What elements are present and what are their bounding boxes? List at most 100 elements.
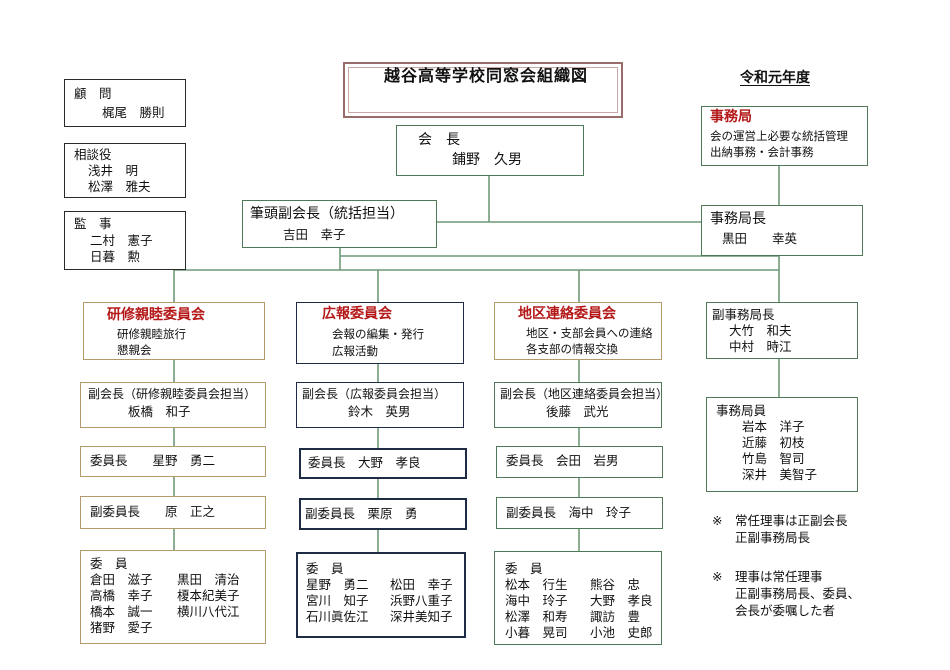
secretariat-staff-box — [706, 397, 858, 492]
pr-chair: 委員長 大野 孝良 — [308, 455, 421, 470]
note-line: 理事は常任理事 — [735, 569, 823, 584]
secretariat-box — [701, 106, 868, 166]
district-vp-box — [494, 382, 662, 428]
member-name: 宮川 知子 — [306, 593, 369, 608]
staff-name: 竹島 智司 — [742, 451, 805, 466]
secretariat-title: 事務局 — [710, 109, 752, 125]
training-committee-duty: 懇親会 — [117, 343, 152, 357]
district-vp-name: 後藤 武光 — [546, 404, 609, 419]
president-label: 会 長 — [418, 132, 460, 148]
member-name: 榎本紀美子 — [177, 588, 240, 603]
district-vicechair: 副委員長 海中 玲子 — [506, 505, 632, 520]
member-name: 小暮 晃司 — [505, 625, 568, 640]
training-members-label: 委 員 — [90, 556, 128, 571]
pr-committee-duty: 広報活動 — [332, 344, 378, 358]
pr-vp-label: 副会長（広報委員会担当） — [302, 387, 447, 401]
senior-vp-box — [242, 200, 437, 248]
note-line: 正副事務局長、委員、 — [735, 586, 861, 601]
consultant-box — [64, 143, 186, 198]
training-chair: 委員長 星野 勇二 — [90, 453, 216, 468]
pr-vp-box — [296, 382, 464, 428]
secretariat-duty: 会の運営上必要な統括管理 — [710, 129, 848, 143]
secretariat-staff-label: 事務局員 — [716, 403, 767, 418]
pr-vicechair: 副委員長 栗原 勇 — [305, 506, 418, 521]
secretary-general-label: 事務局長 — [710, 211, 766, 227]
pr-members-label: 委 員 — [306, 561, 344, 576]
deputy-secretary-box — [706, 302, 858, 359]
member-name: 石川眞佐江 — [306, 609, 369, 624]
page-title: 越谷高等学校同窓会組織図 — [384, 66, 589, 85]
district-chair: 委員長 会田 岩男 — [506, 453, 619, 468]
training-committee-box — [83, 302, 265, 360]
advisor-box — [64, 79, 186, 127]
training-vicechair: 副委員長 原 正之 — [90, 504, 216, 519]
training-committee-duty: 研修親睦旅行 — [117, 327, 186, 341]
note-line: 常任理事は正副会長 — [735, 513, 848, 528]
senior-vp-label: 筆頭副会長（統括担当） — [250, 206, 404, 222]
member-name: 松本 行生 — [505, 577, 568, 592]
title-box — [343, 62, 623, 118]
advisor-name: 梶尾 勝則 — [102, 105, 165, 120]
pr-vicechair-box — [299, 498, 467, 530]
district-committee-box — [494, 302, 662, 360]
deputy-secretary-name: 中村 時江 — [729, 339, 792, 354]
training-committee-title: 研修親睦委員会 — [107, 307, 205, 323]
pr-committee-duty: 会報の編集・発行 — [332, 327, 424, 341]
district-chair-box — [496, 446, 663, 478]
training-vicechair-box — [80, 496, 266, 529]
consultant-label: 相談役 — [74, 147, 112, 162]
member-name: 松田 幸子 — [390, 577, 453, 592]
training-chair-box — [80, 446, 266, 477]
president-box — [396, 125, 584, 176]
member-name: 松澤 和寿 — [505, 609, 568, 624]
member-name: 猪野 愛子 — [90, 620, 153, 635]
auditor-box — [64, 211, 186, 270]
member-name: 倉田 滋子 — [90, 572, 153, 587]
note-mark: ※ — [712, 569, 723, 584]
pr-members-box — [296, 552, 466, 638]
auditor-name: 二村 憲子 — [90, 233, 153, 248]
deputy-secretary-name: 大竹 和夫 — [729, 323, 792, 338]
secretariat-duty: 出納事務・会計事務 — [710, 145, 814, 159]
district-committee-duty: 各支部の情報交換 — [526, 342, 618, 356]
auditor-name: 日暮 勲 — [90, 249, 141, 264]
advisor-label: 顧 問 — [74, 86, 112, 101]
note-mark: ※ — [712, 513, 723, 528]
member-name: 横川八代江 — [177, 604, 240, 619]
member-name: 小池 史郎 — [590, 625, 653, 640]
consultant-name: 松澤 雅夫 — [88, 179, 151, 194]
training-members-box — [80, 550, 266, 644]
member-name: 大野 孝良 — [590, 593, 653, 608]
staff-name: 岩本 洋子 — [742, 419, 805, 434]
member-name: 黒田 清治 — [177, 572, 240, 587]
member-name: 海中 玲子 — [505, 593, 568, 608]
district-members-box — [494, 551, 662, 645]
member-name: 高橋 幸子 — [90, 588, 153, 603]
district-committee-duty: 地区・支部会員への連絡 — [526, 326, 653, 340]
note-line: 正副事務局長 — [735, 530, 811, 545]
pr-committee-box — [296, 302, 464, 364]
pr-vp-name: 鈴木 英男 — [348, 404, 411, 419]
pr-chair-box — [299, 448, 467, 479]
member-name: 橋本 誠一 — [90, 604, 153, 619]
district-vp-label: 副会長（地区連絡委員会担当） — [500, 387, 669, 401]
member-name: 深井美知子 — [390, 609, 453, 624]
member-name: 諏訪 豊 — [590, 609, 641, 624]
deputy-secretary-label: 副事務局長 — [712, 307, 775, 322]
secretary-general-box — [701, 205, 863, 256]
district-members-label: 委 員 — [505, 561, 543, 576]
pr-committee-title: 広報委員会 — [322, 306, 392, 322]
secretary-general-name: 黒田 幸英 — [722, 231, 798, 246]
member-name: 星野 勇二 — [306, 577, 369, 592]
member-name: 浜野八重子 — [390, 593, 453, 608]
staff-name: 深井 美智子 — [742, 467, 818, 482]
fiscal-year: 令和元年度 — [740, 70, 810, 86]
training-vp-box — [80, 382, 266, 428]
consultant-name: 浅井 明 — [88, 163, 139, 178]
note-line: 会長が委嘱した者 — [735, 603, 836, 618]
staff-name: 近藤 初枝 — [742, 435, 805, 450]
auditor-label: 監 事 — [74, 216, 112, 231]
member-name: 熊谷 忠 — [590, 577, 641, 592]
president-name: 鋪野 久男 — [452, 152, 522, 168]
